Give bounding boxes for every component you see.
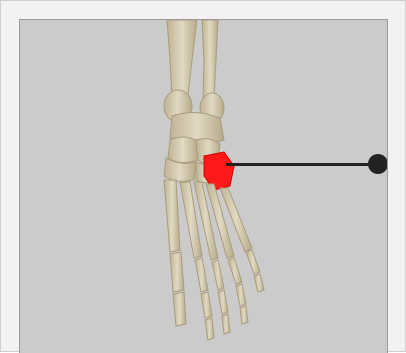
foot-skeleton-icon bbox=[20, 20, 388, 353]
pointer-dot bbox=[368, 154, 388, 174]
pointer-line bbox=[226, 163, 380, 166]
anatomy-panel bbox=[19, 19, 388, 353]
